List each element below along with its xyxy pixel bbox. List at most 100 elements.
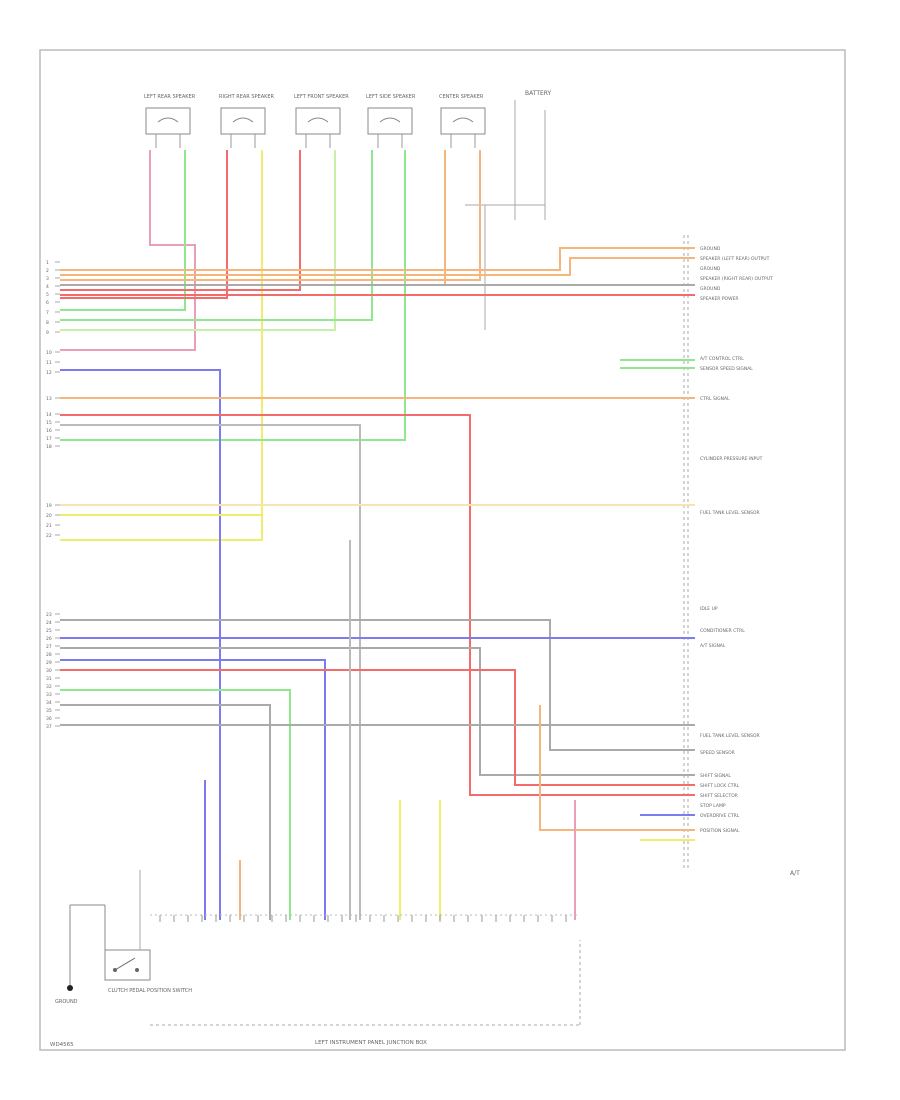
wire [60,669,695,786]
right-pin-label: A/T CONTROL CTRL [700,356,744,362]
left-pin-number: 32 [46,684,52,690]
left-pin-number: 31 [46,676,52,682]
top-component: LEFT FRONT SPEAKER [294,94,349,148]
wire [60,689,291,920]
left-pin-number: 16 [46,428,52,434]
top-component: CENTER SPEAKER [439,94,486,148]
left-pin-number: 8 [46,320,49,326]
right-pin-label: FUEL TANK LEVEL SENSOR [700,733,760,739]
left-pin-number: 34 [46,700,52,706]
right-pin-label: IDLE UP [700,606,718,612]
left-pin-number: 33 [46,692,52,698]
left-pin-number: 13 [46,396,52,402]
left-pin-list: 1234567891011121314151617181920212223242… [46,260,60,730]
wire [60,704,271,920]
right-pin-label: A/T SIGNAL [700,643,726,649]
top-component: RIGHT REAR SPEAKER [219,94,275,148]
bottom-connector: LEFT INSTRUMENT PANEL JUNCTION BOX WD456… [50,914,581,1048]
right-pin-label: CTRL SIGNAL [700,396,730,402]
left-pin-number: 26 [46,636,52,642]
left-pin-number: 21 [46,523,52,529]
top-component-label: LEFT FRONT SPEAKER [294,94,349,100]
wire [60,150,373,321]
wire [60,424,361,920]
right-pin-labels: GROUND SPEAKER (LEFT REAR) OUTPUT GROUND SP… [700,246,773,834]
left-pin-number: 17 [46,436,52,442]
right-pin-connector [683,235,689,870]
left-pin-number: 5 [46,292,49,298]
left-pin-number: 7 [46,310,49,316]
right-pin-label: GROUND [700,286,721,292]
right-pin-label: OVERDRIVE CTRL [700,813,740,819]
right-pin-label: POSITION SIGNAL [700,828,740,834]
left-pin-number: 19 [46,503,52,509]
right-pin-label: SPEAKER (LEFT REAR) OUTPUT [700,256,770,262]
wire [60,247,695,271]
left-pin-number: 28 [46,652,52,658]
left-pin-number: 14 [46,412,52,418]
top-components: LEFT REAR SPEAKER RIGHT REAR SPEAKER LEFT … [144,94,486,148]
left-pin-number: 35 [46,708,52,714]
right-pin-label: GROUND [700,266,721,272]
left-pin-number: 29 [46,660,52,666]
left-pin-number: 15 [46,420,52,426]
left-pin-number: 27 [46,644,52,650]
wire [60,150,263,541]
wire [60,150,406,441]
left-pin-number: 25 [46,628,52,634]
wire [60,414,695,796]
right-pin-label: FUEL TANK LEVEL SENSOR [700,510,760,516]
right-connector-label: A/T [790,870,800,877]
right-pin-label: SPEAKER POWER [700,296,739,302]
left-pin-number: 36 [46,716,52,722]
top-component: LEFT SIDE SPEAKER [366,94,416,148]
right-pin-label: STOP LAMP [700,803,726,809]
left-pin-number: 18 [46,444,52,450]
right-pin-label: CONDITIONER CTRL [700,628,745,634]
wire [60,150,336,331]
wire [60,647,695,776]
right-pin-label: SPEAKER (RIGHT REAR) OUTPUT [700,276,773,282]
left-pin-number: 3 [46,276,49,282]
left-pin-number: 11 [46,360,52,366]
diagram-border [39,49,846,1051]
left-pin-number: 24 [46,620,52,626]
left-pin-number: 9 [46,330,49,336]
wire [60,150,446,286]
left-pin-number: 20 [46,513,52,519]
left-pin-number: 23 [46,612,52,618]
wire [60,150,196,351]
wire [60,257,695,276]
left-pin-number: 22 [46,533,52,539]
wire [60,369,221,920]
left-pin-number: 30 [46,668,52,674]
wire [60,150,301,291]
right-pin-label: SHIFT SIGNAL [700,773,731,779]
ground-label: GROUND [55,999,78,1005]
wire [60,659,326,920]
left-pin-number: 1 [46,260,49,266]
ground-symbol: GROUND [55,985,78,1005]
top-component-label: CENTER SPEAKER [439,94,484,100]
left-pin-number: 10 [46,350,52,356]
top-component: LEFT REAR SPEAKER [144,94,196,148]
right-pin-label: SHIFT SELECTOR [700,793,738,799]
right-pin-label: SHIFT LOCK CTRL [700,783,740,789]
left-pin-number: 6 [46,300,49,306]
left-pin-number: 37 [46,724,52,730]
wire [60,150,228,299]
right-pin-label: SPEED SENSOR [700,750,735,756]
wire [60,150,481,281]
right-pin-label: SENSOR SPEED SIGNAL [700,366,753,372]
top-component-label: RIGHT REAR SPEAKER [219,94,275,100]
battery-label: BATTERY [525,90,552,97]
right-pin-label: CYLINDER PRESSURE INPUT [700,456,763,462]
left-pin-number: 2 [46,268,49,274]
wires [60,150,695,920]
battery-feed: BATTERY [465,90,552,330]
left-pin-number: 4 [46,284,49,290]
bottom-connector-label: LEFT INSTRUMENT PANEL JUNCTION BOX [315,1040,427,1046]
top-component-label: LEFT SIDE SPEAKER [366,94,416,100]
clutch-switch: CLUTCH PEDAL POSITION SWITCH [69,870,192,994]
